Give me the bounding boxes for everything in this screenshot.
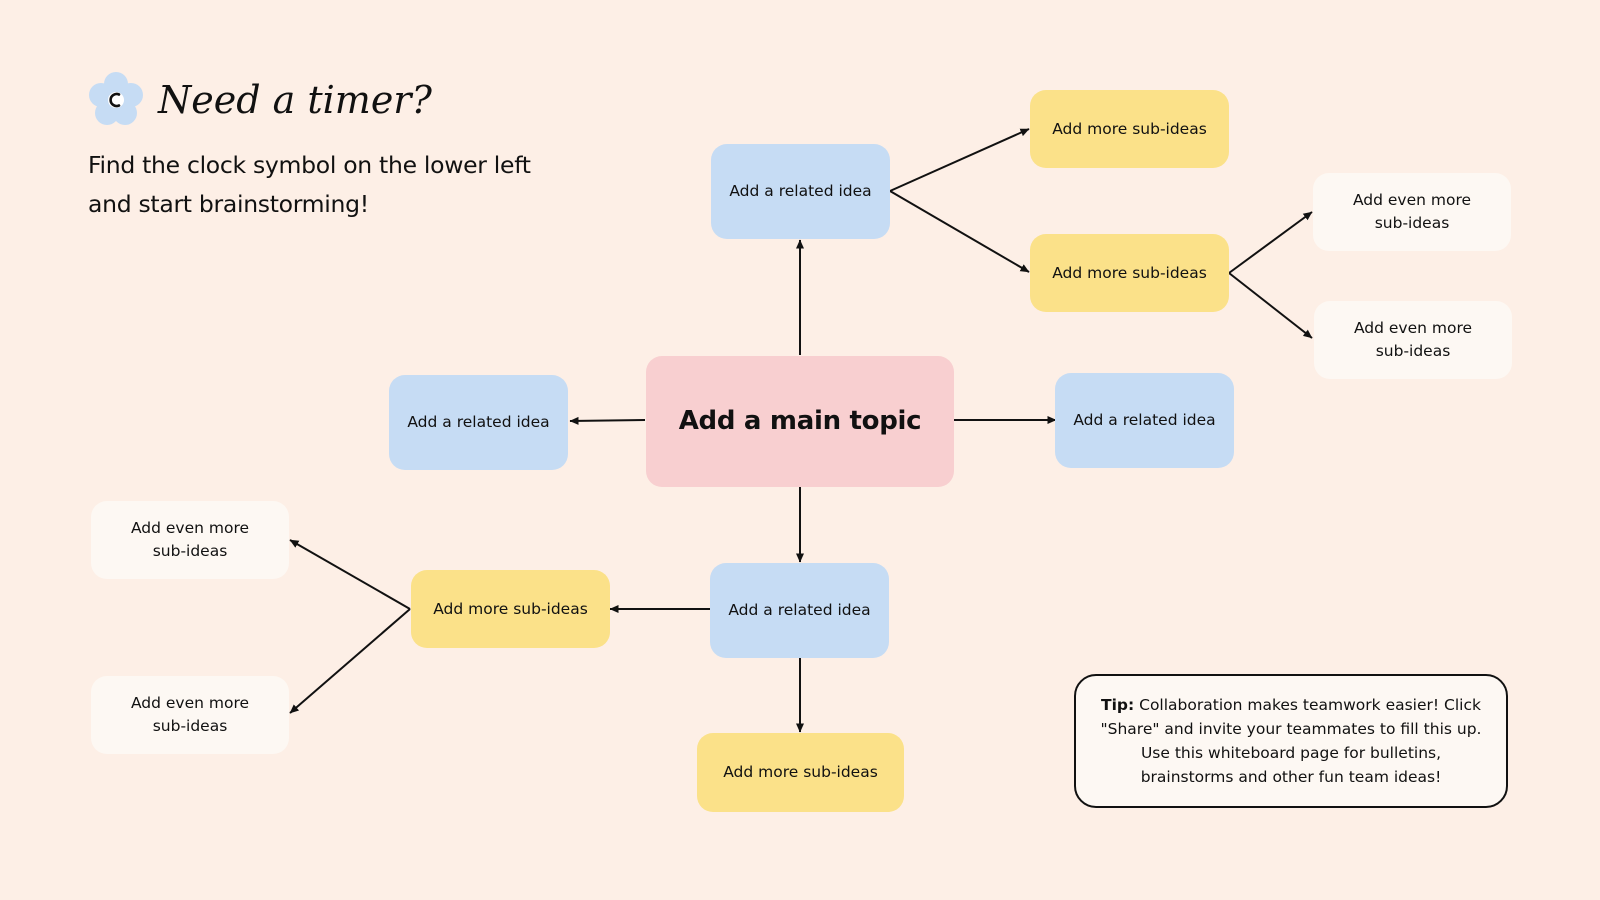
leaf-idea-right-lower[interactable]: Add even more sub-ideas [1314,301,1512,379]
arrow-top-to-sub-upper [889,128,1030,192]
leaf-idea-left-upper[interactable]: Add even more sub-ideas [91,501,289,579]
arrow-sub-to-leaf-upper [1228,211,1313,274]
related-idea-left[interactable]: Add a related idea [389,375,568,470]
leaf-idea-right-upper[interactable]: Add even more sub-ideas [1313,173,1511,251]
header-title: Need a timer? [158,78,432,122]
tip-label: Tip: [1101,696,1135,714]
tip-body: Collaboration makes teamwork easier! Cli… [1100,696,1482,786]
sub-idea-top-upper[interactable]: Add more sub-ideas [1030,90,1229,168]
arrow-main-to-left [569,416,646,425]
arrow-sub-left-to-leaf-lower [289,608,411,714]
sub-idea-top-lower[interactable]: Add more sub-ideas [1030,234,1229,312]
main-topic-node[interactable]: Add a main topic [646,356,954,487]
leaf-idea-left-lower[interactable]: Add even more sub-ideas [91,676,289,754]
related-idea-right[interactable]: Add a related idea [1055,373,1234,468]
tip-box: Tip: Collaboration makes teamwork easier… [1074,674,1508,808]
sub-idea-bottom-left[interactable]: Add more sub-ideas [411,570,610,648]
header-instructions: Find the clock symbol on the lower left … [88,151,531,218]
related-idea-bottom[interactable]: Add a related idea [710,563,889,658]
arrow-sub-to-leaf-lower [1228,272,1313,339]
related-idea-top[interactable]: Add a related idea [711,144,890,239]
sub-idea-bottom[interactable]: Add more sub-ideas [697,733,904,812]
flower-clock-icon [89,72,143,125]
arrow-sub-left-to-leaf-upper [289,539,411,610]
tip-text: Tip: Collaboration makes teamwork easier… [1096,693,1486,789]
arrow-top-to-sub-lower [889,190,1030,273]
